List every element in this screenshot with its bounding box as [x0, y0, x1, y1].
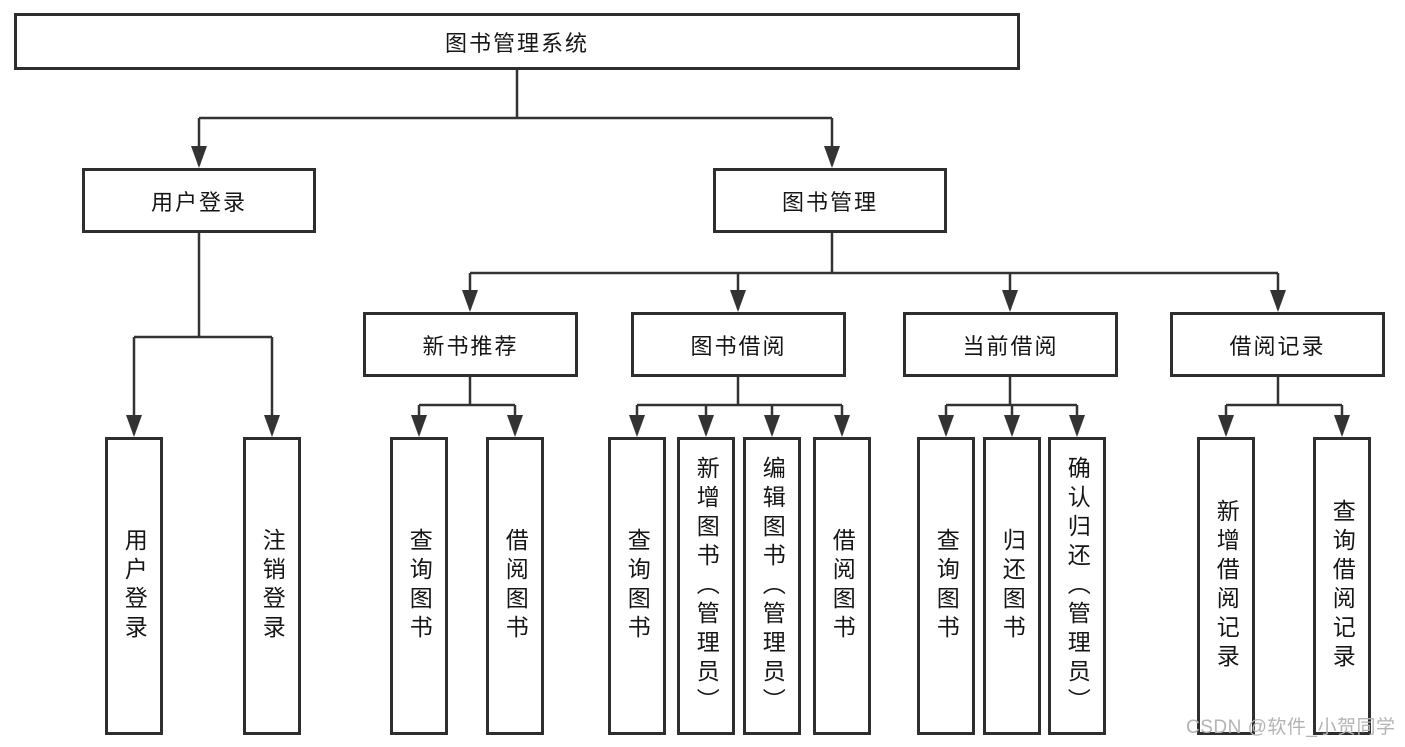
leaf-query-books-recommend: 查询图书 [390, 437, 448, 735]
node-label: 确认归还（管理员） [1064, 455, 1091, 717]
node-label: 图书借阅 [690, 333, 787, 359]
connector-user-login-branch [132, 233, 274, 434]
node-library-management-system: 图书管理系统 [14, 13, 1020, 70]
node-label: 借阅记录 [1229, 333, 1326, 359]
node-label: 注销登录 [259, 528, 286, 644]
node-label: 图书管理 [781, 189, 878, 215]
leaf-logout: 注销登录 [243, 437, 301, 735]
leaf-borrow-books-borrowing: 借阅图书 [813, 437, 871, 735]
arrowheads-user-login-branch [126, 415, 280, 437]
connector-borrowing-records-branch [1224, 377, 1344, 434]
node-label: 用户登录 [121, 528, 148, 644]
node-new-book-recommendation: 新书推荐 [363, 312, 578, 377]
leaf-confirm-return-admin: 确认归还（管理员） [1048, 437, 1106, 735]
node-label: 查询图书 [933, 528, 960, 644]
node-label: 编辑图书（管理员） [759, 455, 786, 717]
leaf-query-books-current: 查询图书 [917, 437, 975, 735]
leaf-user-login: 用户登录 [105, 437, 163, 735]
node-borrowing-records: 借阅记录 [1170, 312, 1385, 377]
node-user-login: 用户登录 [82, 168, 316, 233]
arrowheads-leaves [411, 415, 1350, 437]
connector-book-borrowing-branch [635, 377, 844, 434]
node-label: 图书管理系统 [444, 30, 589, 56]
node-label: 归还图书 [999, 528, 1026, 644]
node-book-borrowing: 图书借阅 [631, 312, 846, 377]
leaf-return-books: 归还图书 [983, 437, 1041, 735]
node-label: 新增图书（管理员） [693, 455, 720, 717]
connector-root-to-level2 [197, 70, 834, 165]
leaf-query-books-borrowing: 查询图书 [608, 437, 666, 735]
arrowheads-level2 [191, 146, 840, 168]
node-label: 当前借阅 [962, 333, 1059, 359]
arrowheads-level3 [462, 290, 1286, 312]
connector-book-management-to-level3 [468, 233, 1280, 309]
node-label: 查询借阅记录 [1329, 499, 1356, 673]
leaf-add-borrow-record: 新增借阅记录 [1197, 437, 1255, 735]
node-label: 新书推荐 [422, 333, 519, 359]
leaf-query-borrow-record: 查询借阅记录 [1313, 437, 1371, 735]
csdn-watermark: CSDN @软件_小贺同学 [1186, 717, 1396, 738]
leaf-borrow-books-recommend: 借阅图书 [486, 437, 544, 735]
node-book-management: 图书管理 [713, 168, 947, 233]
connector-new-book-recommendation-branch [417, 377, 517, 434]
leaf-add-book-admin: 新增图书（管理员） [677, 437, 735, 735]
node-label: 借阅图书 [502, 528, 529, 644]
leaf-edit-book-admin: 编辑图书（管理员） [743, 437, 801, 735]
node-label: 查询图书 [406, 528, 433, 644]
node-label: 新增借阅记录 [1213, 499, 1240, 673]
node-label: 借阅图书 [829, 528, 856, 644]
node-label: 查询图书 [624, 528, 651, 644]
node-current-borrowing: 当前借阅 [903, 312, 1118, 377]
node-label: 用户登录 [150, 189, 247, 215]
